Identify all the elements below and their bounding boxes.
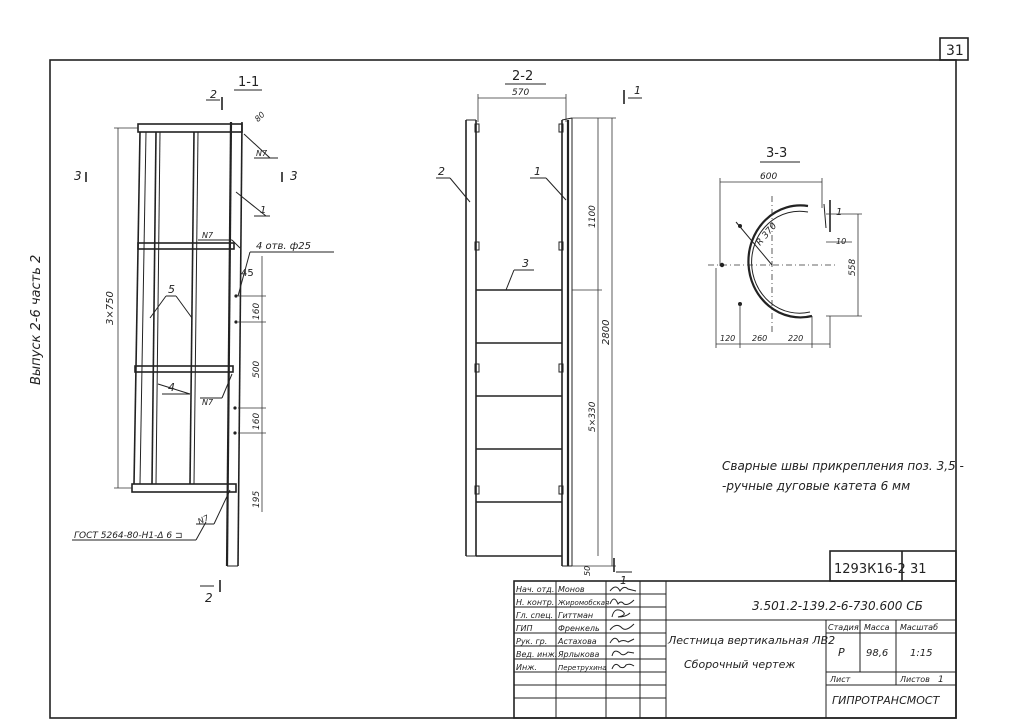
stamp-role-1: Н. контр. [516, 598, 554, 607]
view-1-weld-2: N7 [202, 231, 214, 240]
organization: ГИПРОТРАНСМОСТ [832, 694, 941, 707]
view-1-1: 1-1 2 3 3 3×750 [72, 75, 334, 605]
title-line-2: Сборочный чертеж [684, 658, 795, 671]
stamp-name-1: Жиромобская [557, 599, 609, 607]
page-number: 31 [946, 43, 964, 59]
view-3-dim-220: 220 [788, 334, 803, 343]
view-1-dim-500: 500 [252, 361, 262, 378]
stamp-role-0: Нач. отд. [516, 585, 554, 594]
view-3-dim-260: 260 [752, 334, 767, 343]
view-1-holes: 4 отв. ф25 [256, 241, 311, 252]
stamp-role-4: Рук. гр. [516, 637, 547, 646]
view-1-cut-3-right: 3 [290, 169, 298, 183]
mass-value: 98,6 [866, 648, 888, 659]
view-2-dim-width: 570 [512, 88, 529, 98]
view-1-cut-3-left: 3 [74, 169, 82, 183]
view-2-dim-50: 50 [583, 566, 592, 576]
sheets-label: Листов [899, 675, 930, 684]
sheet-label: Лист [829, 675, 851, 684]
view-3-dim-600: 600 [760, 172, 777, 182]
sheets-value: 1 [938, 675, 944, 685]
view-1-gost: ГОСТ 5264-80-Н1-Δ 6 ⊐ [74, 531, 182, 541]
view-2-title: 2-2 [512, 69, 533, 84]
view-1-weld-3: N7 [202, 398, 214, 407]
view-3-dim-120: 120 [720, 334, 735, 343]
stamp-role-6: Инж. [516, 663, 537, 672]
view-2-dim-2800: 2800 [601, 320, 612, 345]
stamp-role-3: ГИП [516, 624, 532, 633]
signature-3 [609, 623, 635, 631]
view-1-title: 1-1 [238, 75, 259, 90]
code-box-sheet: 31 [910, 562, 927, 577]
stage-value: Р [838, 646, 845, 659]
sheet-frame [49, 59, 957, 719]
stamp-name-6: Перетрухина [558, 664, 607, 672]
side-note: Выпуск 2-6 часть 2 [29, 255, 44, 385]
title-line-1: Лестница вертикальная ЛВ2 [667, 634, 835, 647]
stamp-name-3: Френкель [558, 624, 600, 633]
view-1-dim-195: 195 [252, 491, 262, 508]
note-line-1: Сварные швы прикрепления поз. 3,5 - [722, 459, 964, 473]
view-2-cut-1-top: 1 [634, 84, 641, 97]
page-number-box [939, 37, 969, 61]
view-2-pos-1: 1 [534, 165, 541, 178]
stamp-name-5: Ярлыкова [557, 650, 600, 659]
note-line-2: -ручные дуговые катета 6 мм [722, 479, 910, 493]
view-1-dim-160b: 160 [252, 413, 262, 430]
view-1-dim-height: 3×750 [105, 291, 116, 325]
view-2-dim-1100: 1100 [588, 205, 598, 228]
doc-code: 3.501.2-139.2-6-730.600 СБ [752, 599, 923, 613]
view-2-2: 2-2 570 1 [436, 69, 642, 587]
view-3-3: 3-3 600 R 370 1 10 558 120 [708, 146, 862, 348]
mass-label: Масса [864, 623, 890, 632]
view-1-pos-4: 4 [168, 381, 175, 394]
view-1-dim-160a: 160 [252, 303, 262, 320]
scale-value: 1:15 [910, 648, 932, 659]
stamp-name-0: Монов [558, 585, 585, 594]
scale-label: Масштаб [900, 623, 938, 632]
view-1-dim-45: 45 [241, 268, 254, 279]
view-1-pos-1: 1 [260, 205, 266, 216]
stamp-role-2: Гл. спец. [516, 611, 553, 620]
view-2-pos-2: 2 [438, 165, 445, 178]
view-3-pos-1: 1 [836, 207, 842, 218]
code-box-value: 1293К16-2 [834, 562, 906, 577]
view-1-cut-2-bottom: 2 [205, 591, 213, 605]
signature-4 [609, 637, 635, 644]
signature-5 [611, 650, 635, 657]
view-3-dim-10: 10 [836, 237, 846, 246]
view-2-pos-3: 3 [522, 257, 529, 270]
view-1-pos-5: 5 [168, 283, 175, 296]
stamp-role-5: Вед. инж. [516, 650, 557, 659]
signature-2 [611, 609, 631, 618]
view-2-dim-rungs: 5×330 [588, 401, 598, 432]
view-1-cut-2-top: 2 [210, 88, 217, 101]
stamp-name-4: Астахова [557, 637, 597, 646]
stage-label: Стадия [828, 623, 859, 632]
signature-6 [611, 663, 635, 670]
title-block: Нач. отд. Монов Н. контр. Жиромобская Гл… [513, 580, 957, 719]
signature-0 [609, 586, 637, 592]
view-3-dim-558: 558 [848, 259, 858, 276]
signature-1 [609, 598, 635, 606]
view-3-title: 3-3 [766, 146, 787, 161]
view-1-weld-1: N7 [256, 149, 268, 158]
view-1-dim-80: 80 [253, 110, 267, 124]
stamp-name-2: Гиттман [558, 611, 593, 620]
